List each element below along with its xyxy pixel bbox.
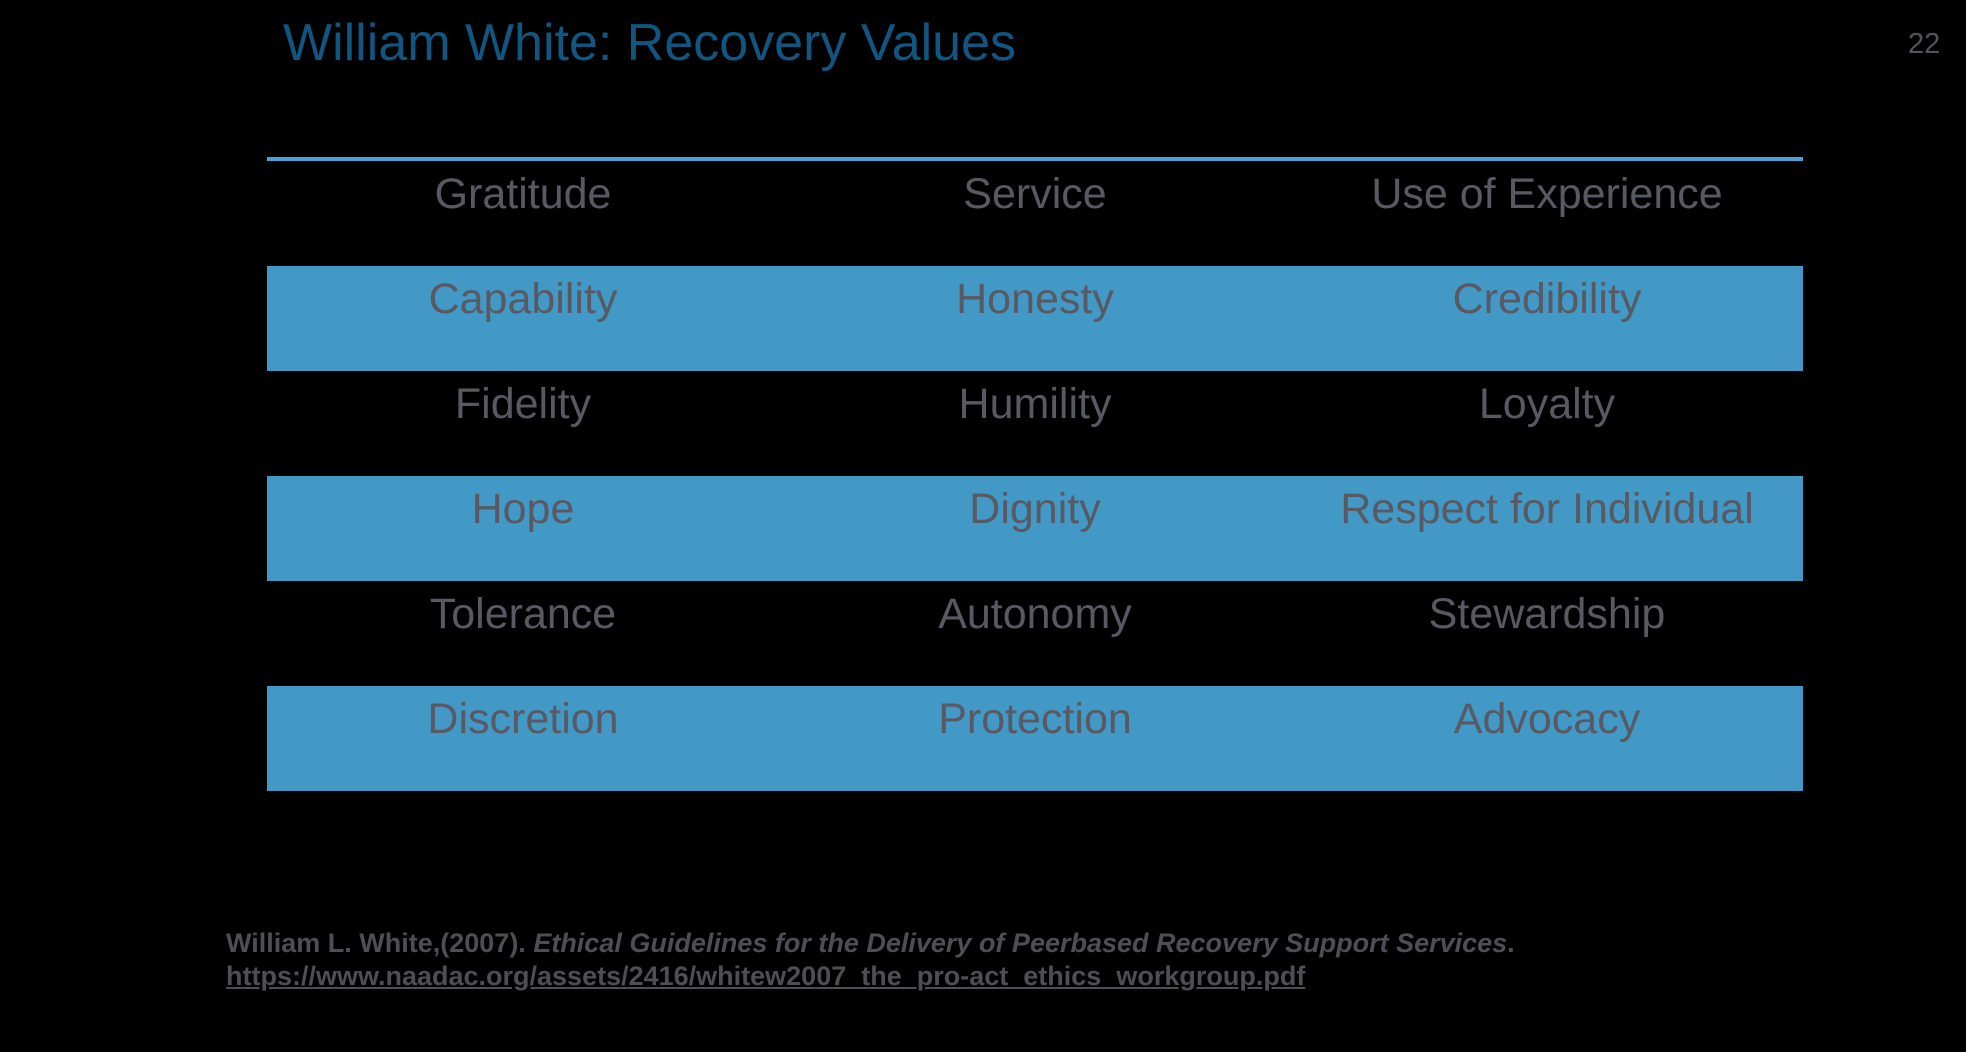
table-cell: Respect for Individual xyxy=(1340,485,1754,533)
table-row: Fidelity Humility Loyalty xyxy=(267,371,1803,476)
citation-link[interactable]: https://www.naadac.org/assets/2416/white… xyxy=(226,961,1306,991)
table-cell: Service xyxy=(963,170,1107,218)
citation-author: William L. White,(2007). xyxy=(226,928,534,958)
slide-title: William White: Recovery Values xyxy=(283,14,1017,72)
table-top-border xyxy=(267,157,1803,161)
table-cell: Capability xyxy=(428,275,618,323)
table-cell: Autonomy xyxy=(938,590,1132,638)
table-row: Capability Honesty Credibility xyxy=(267,266,1803,371)
table-cell: Gratitude xyxy=(434,170,612,218)
table-row: Discretion Protection Advocacy xyxy=(267,686,1803,791)
table-cell: Hope xyxy=(471,485,575,533)
table-cell: Credibility xyxy=(1452,275,1642,323)
table-cell: Tolerance xyxy=(429,590,617,638)
table-cell: Dignity xyxy=(969,485,1101,533)
table-cell: Advocacy xyxy=(1453,695,1641,743)
table-cell: Use of Experience xyxy=(1371,170,1723,218)
table-cell: Fidelity xyxy=(454,380,592,428)
table-cell: Discretion xyxy=(427,695,619,743)
table-cell: Honesty xyxy=(956,275,1114,323)
table-cell: Loyalty xyxy=(1478,380,1616,428)
table-cell: Protection xyxy=(938,695,1132,743)
table-cell: Humility xyxy=(958,380,1112,428)
citation-work-title: Ethical Guidelines for the Delivery of P… xyxy=(533,928,1508,958)
table-cell: Stewardship xyxy=(1428,590,1666,638)
table-row: Gratitude Service Use of Experience xyxy=(267,161,1803,266)
citation-period: . xyxy=(1507,928,1515,958)
table-row: Tolerance Autonomy Stewardship xyxy=(267,581,1803,686)
page-number: 22 xyxy=(1908,28,1941,60)
citation-text: William L. White,(2007). Ethical Guideli… xyxy=(226,927,1515,960)
citation: William L. White,(2007). Ethical Guideli… xyxy=(226,927,1515,993)
table-row: Hope Dignity Respect for Individual xyxy=(267,476,1803,581)
